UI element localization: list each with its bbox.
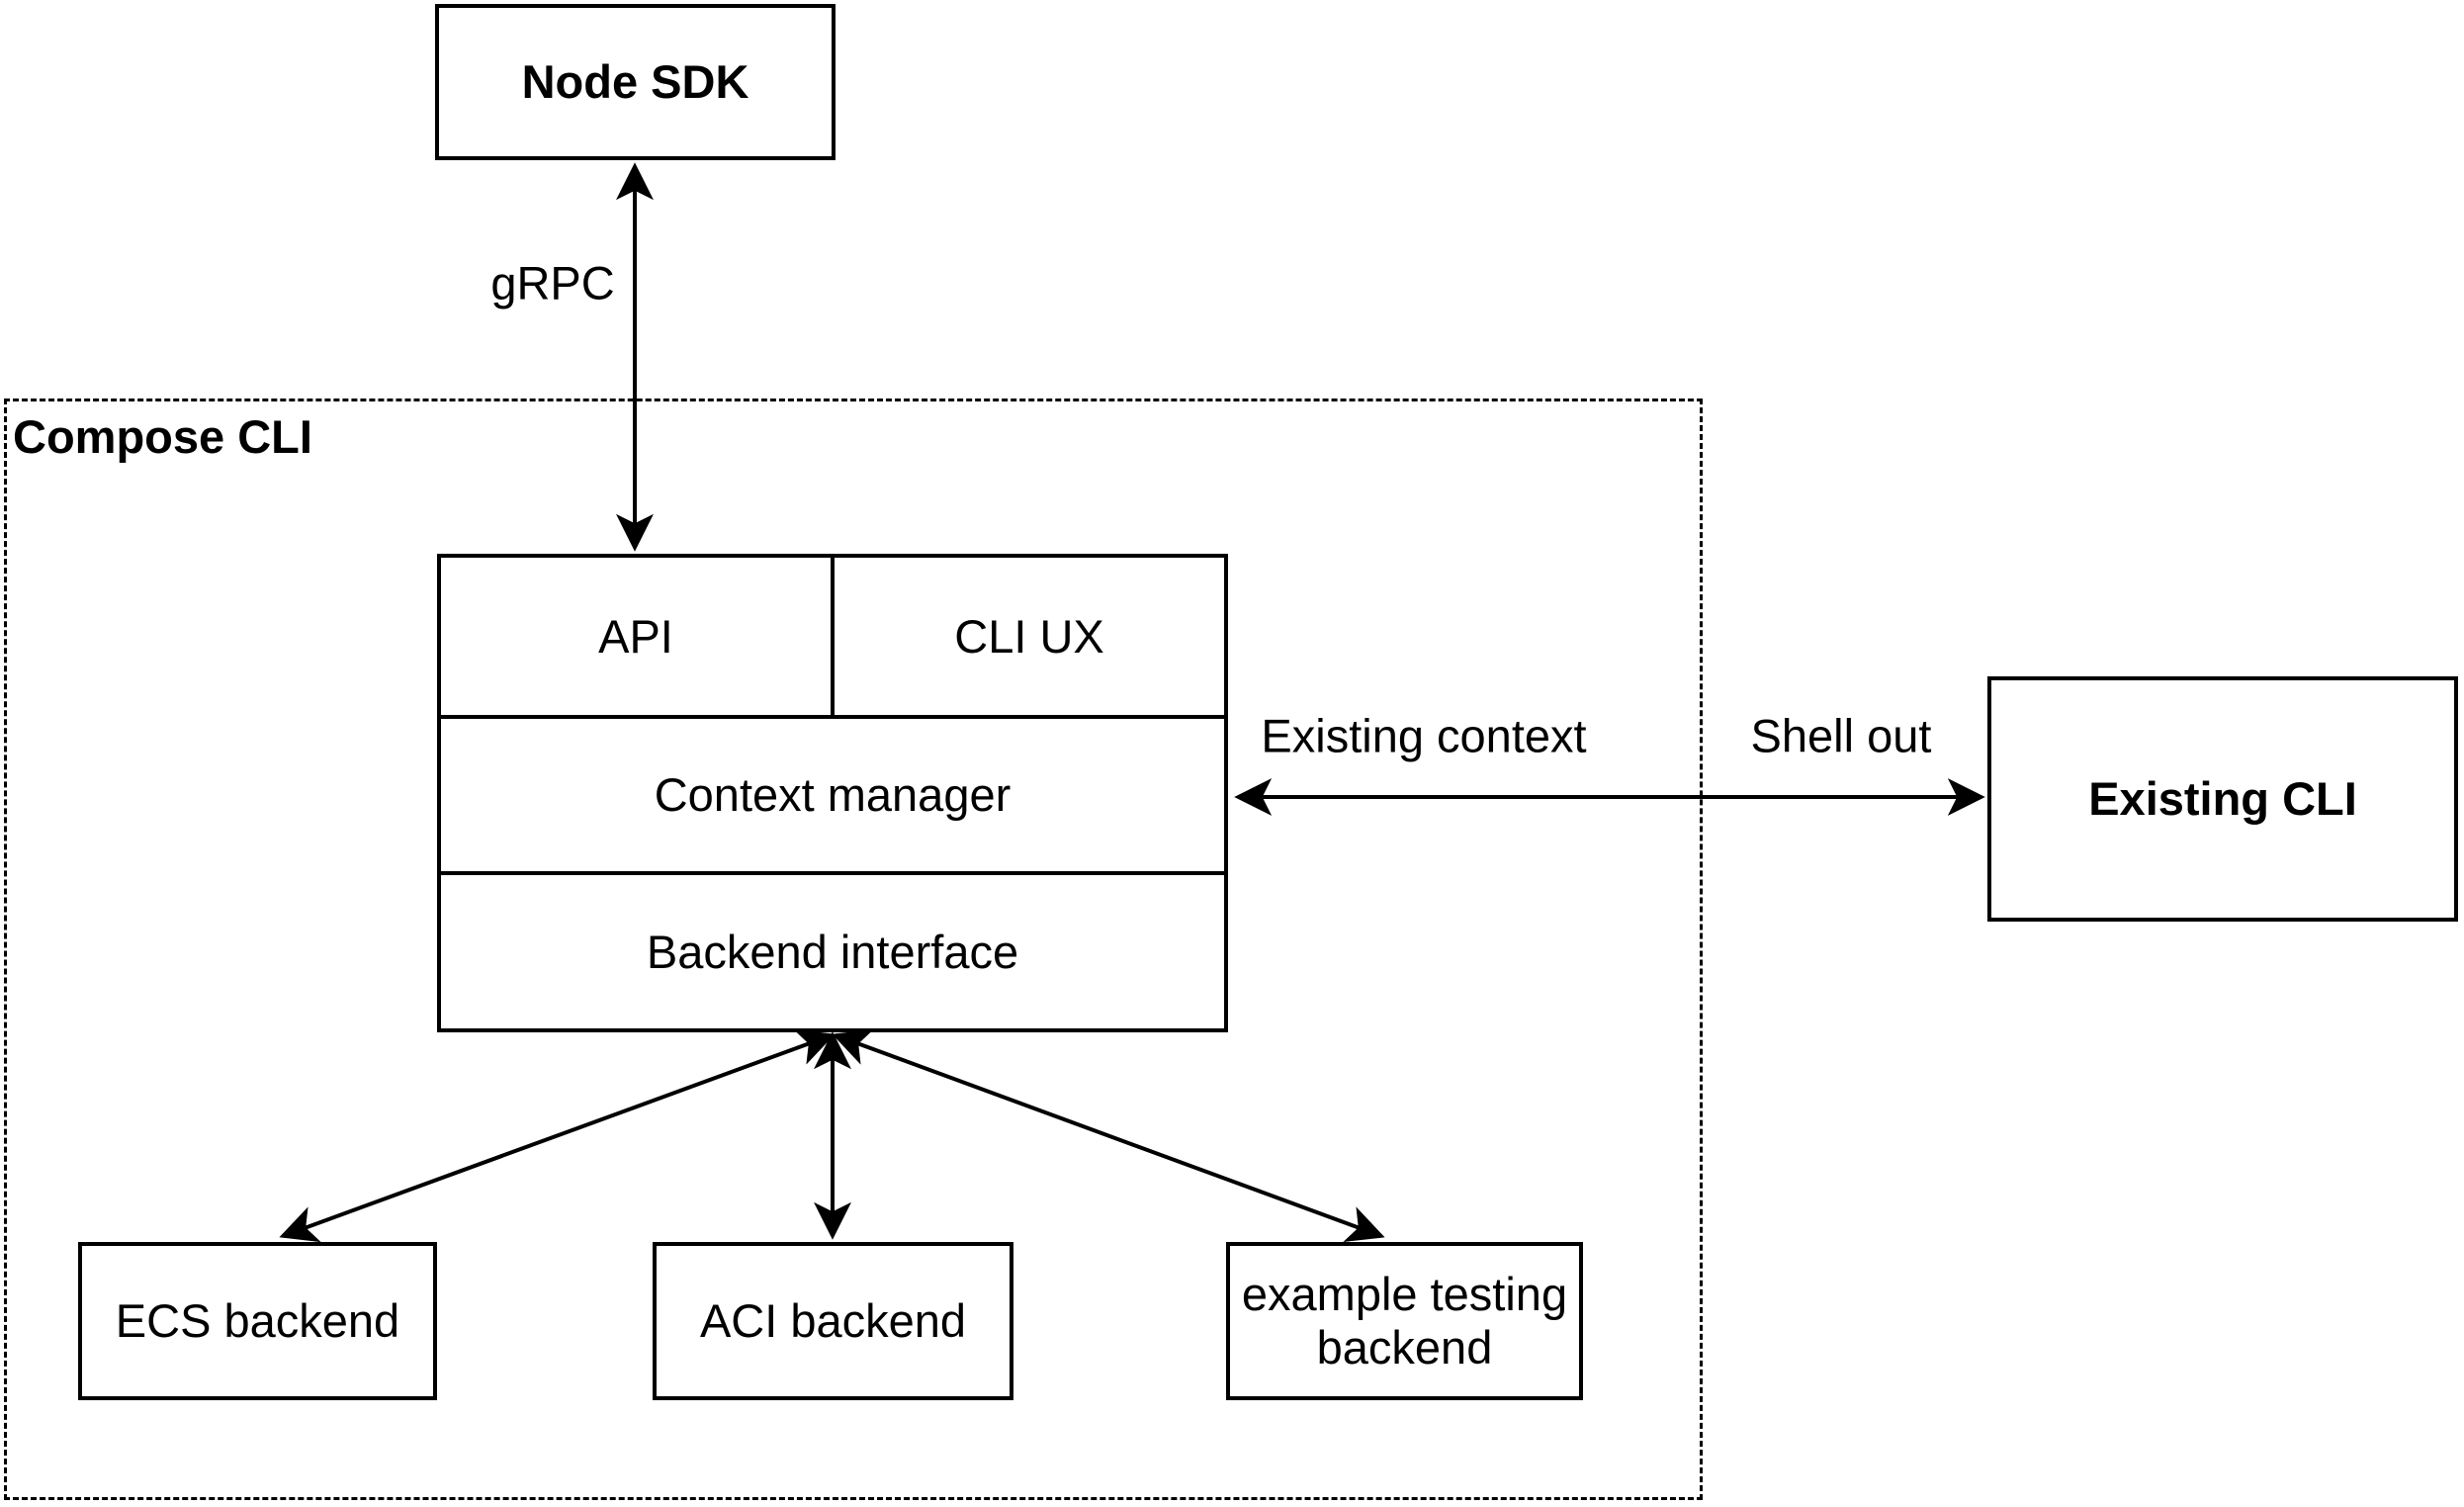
grpc-edge-label: gRPC (490, 256, 615, 310)
existing-context-edge-label: Existing context (1261, 709, 1587, 762)
aci-backend-box: ACI backend (653, 1242, 1013, 1400)
shell-out-edge-label: Shell out (1750, 709, 1932, 762)
example-testing-backend-box: example testing backend (1226, 1242, 1583, 1400)
example-testing-backend-label: example testing backend (1241, 1267, 1568, 1374)
node-sdk-box: Node SDK (435, 4, 836, 160)
backend-interface-cell: Backend interface (441, 871, 1224, 1028)
cli-ux-label: CLI UX (954, 609, 1104, 663)
ecs-backend-box: ECS backend (78, 1242, 437, 1400)
context-manager-label: Context manager (654, 768, 1012, 822)
existing-cli-box: Existing CLI (1987, 676, 2458, 922)
api-label: API (598, 609, 673, 663)
compose-cli-stack: API CLI UX Context manager Backend inter… (437, 554, 1228, 1032)
node-sdk-label: Node SDK (521, 54, 749, 108)
context-manager-cell: Context manager (441, 714, 1224, 872)
stack-top-row: API CLI UX (441, 558, 1224, 715)
backend-interface-label: Backend interface (646, 926, 1019, 979)
compose-cli-container: Compose CLI (4, 399, 1703, 1500)
existing-cli-label: Existing CLI (2088, 771, 2357, 825)
aci-backend-label: ACI backend (699, 1293, 967, 1347)
api-cell: API (441, 558, 831, 715)
ecs-backend-label: ECS backend (115, 1293, 400, 1347)
compose-cli-label: Compose CLI (13, 410, 312, 463)
cli-ux-cell: CLI UX (831, 558, 1224, 715)
